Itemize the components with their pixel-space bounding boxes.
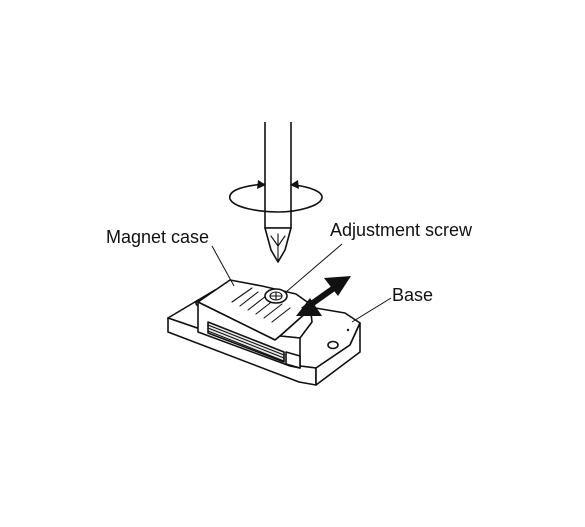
screwdriver <box>264 122 292 263</box>
leader-adjustment-screw <box>285 243 343 293</box>
label-base: Base <box>392 285 433 305</box>
leader-base <box>351 297 392 323</box>
label-magnet-case: Magnet case <box>106 227 209 247</box>
mounting-hole-right <box>327 340 339 350</box>
adjustment-direction-arrow-icon <box>296 276 351 316</box>
label-adjustment-screw: Adjustment screw <box>330 220 473 240</box>
rotation-arrow-icon <box>229 180 323 213</box>
leader-magnet-case <box>211 245 235 287</box>
